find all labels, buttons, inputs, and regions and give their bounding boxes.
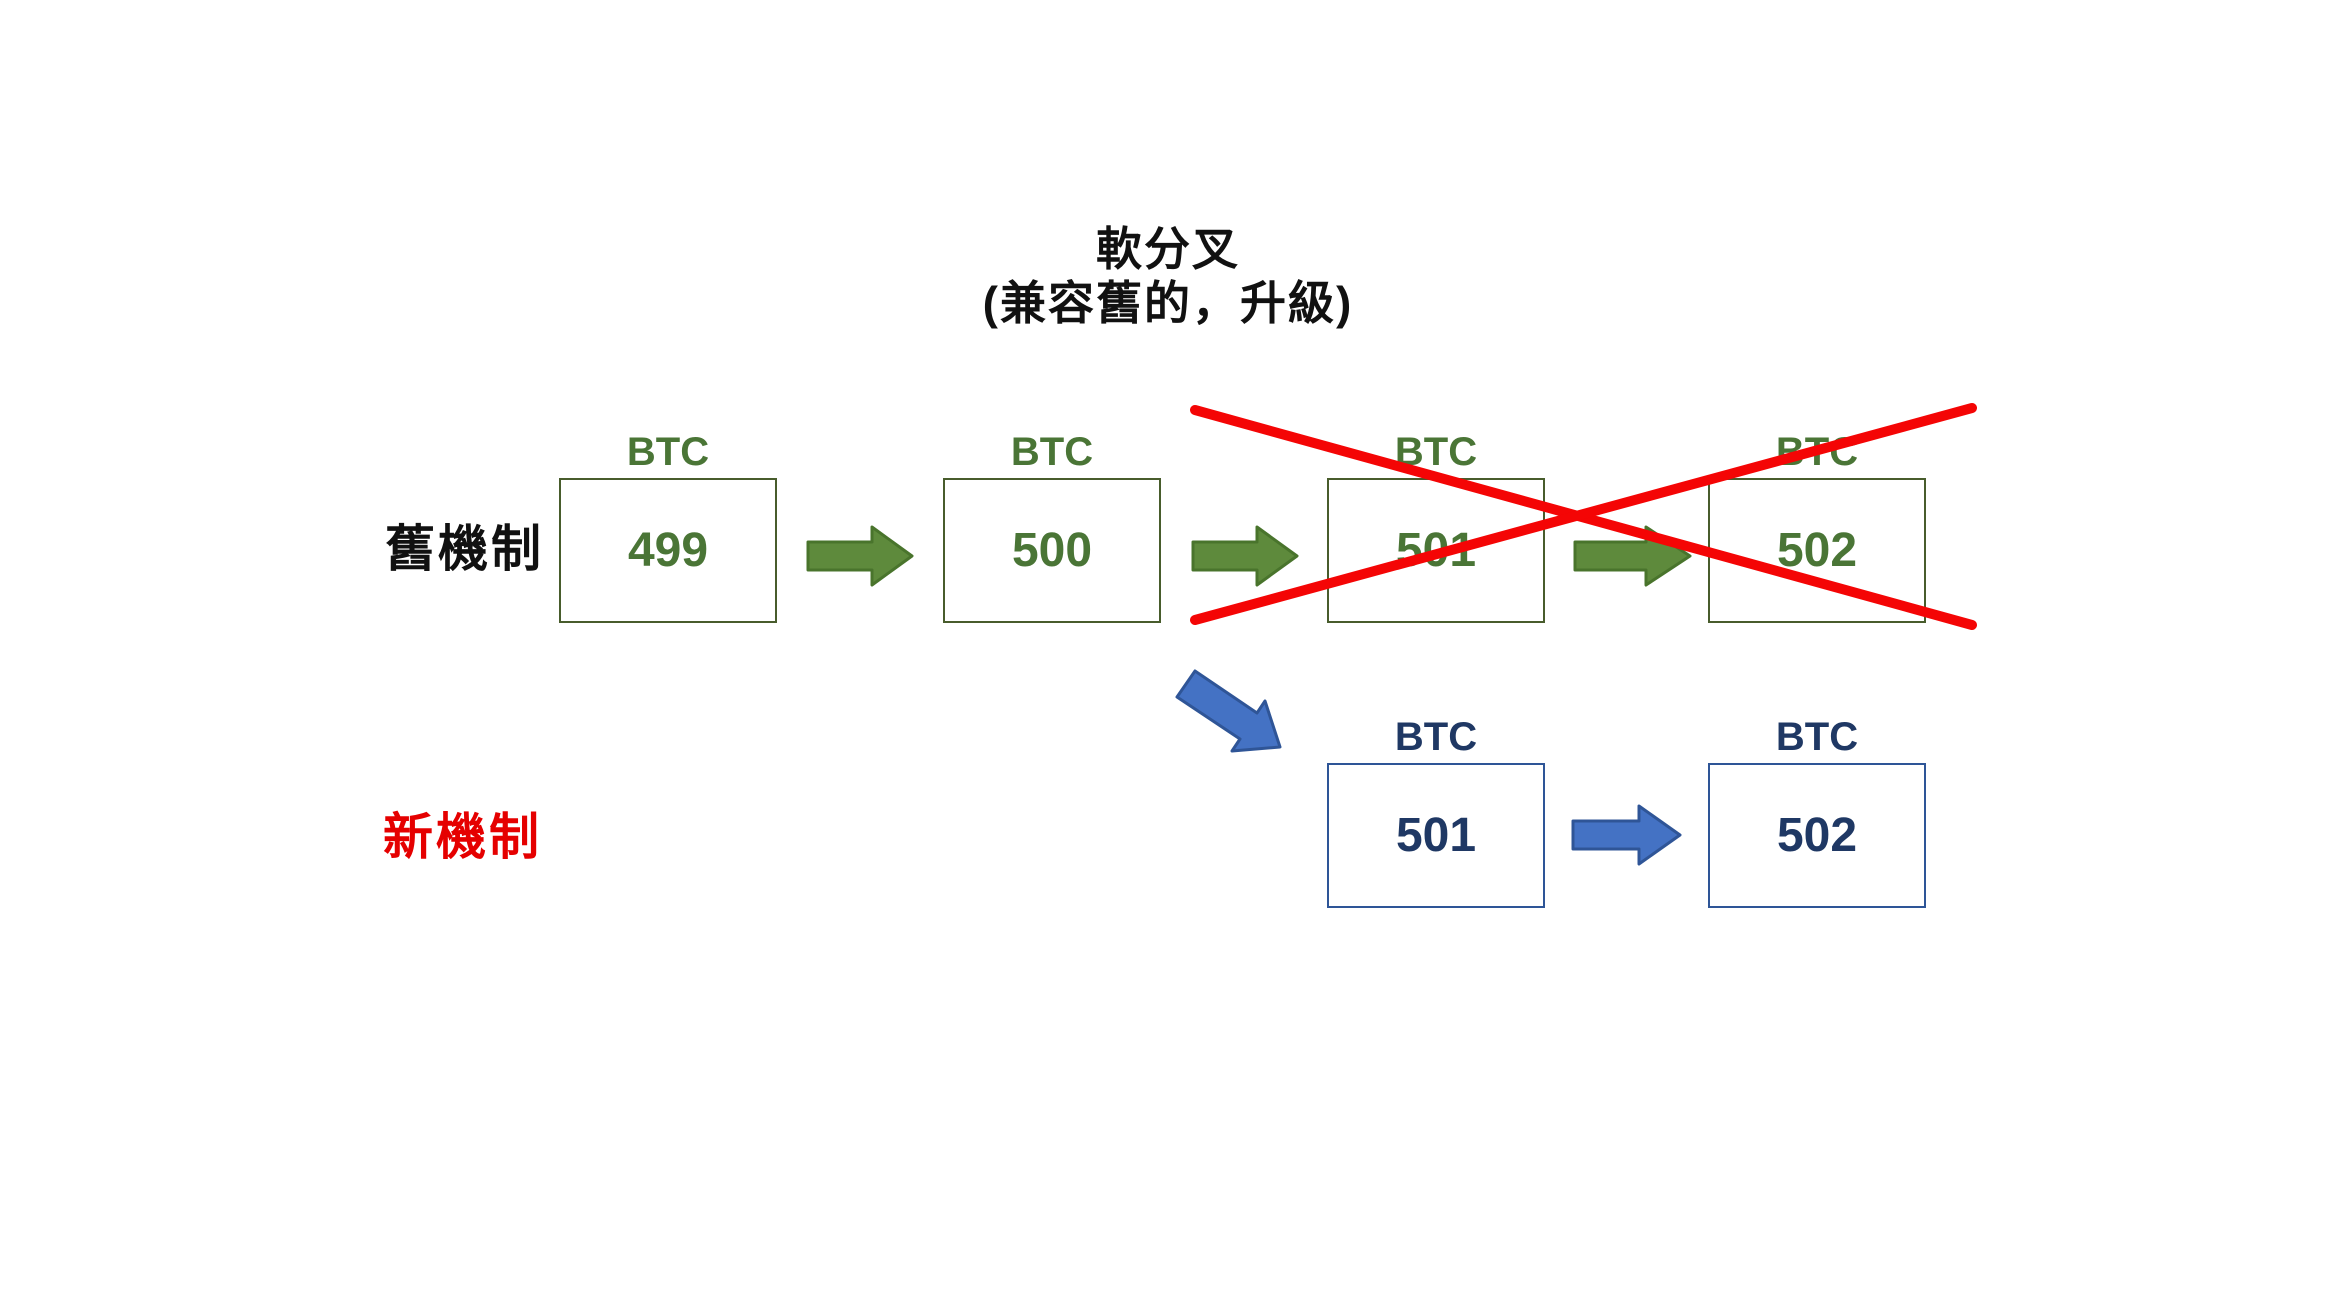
coin-label: BTC — [1394, 714, 1478, 759]
fork-arrow-icon — [1175, 669, 1282, 753]
block-new-501: BTC 501 — [1327, 711, 1545, 908]
block-height: 502 — [1708, 478, 1926, 623]
coin-label: BTC — [1775, 429, 1859, 474]
coin-label: BTC — [1394, 429, 1478, 474]
block-height: 499 — [559, 478, 777, 623]
block-old-500: BTC 500 — [943, 426, 1161, 623]
block-height: 500 — [943, 478, 1161, 623]
block-old-502: BTC 502 — [1708, 426, 1926, 623]
title-line-2: (兼容舊的，升級) — [982, 277, 1354, 329]
page-title: 軟分叉 (兼容舊的，升級) — [768, 222, 1568, 330]
new-mechanism-label: 新機制 — [383, 809, 542, 865]
block-old-499: BTC 499 — [559, 426, 777, 623]
flow-arrow-green-1-icon — [806, 525, 914, 587]
coin-label: BTC — [626, 429, 710, 474]
flow-arrow-green-2-icon — [1191, 525, 1299, 587]
block-old-501: BTC 501 — [1327, 426, 1545, 623]
flow-arrow-green-3-icon — [1573, 525, 1692, 587]
block-height: 502 — [1708, 763, 1926, 908]
flow-arrow-blue-icon — [1571, 804, 1682, 866]
block-height: 501 — [1327, 478, 1545, 623]
block-height: 501 — [1327, 763, 1545, 908]
coin-label: BTC — [1010, 429, 1094, 474]
title-line-1: 軟分叉 — [1096, 223, 1240, 275]
coin-label: BTC — [1775, 714, 1859, 759]
old-mechanism-label: 舊機制 — [385, 521, 544, 577]
block-new-502: BTC 502 — [1708, 711, 1926, 908]
